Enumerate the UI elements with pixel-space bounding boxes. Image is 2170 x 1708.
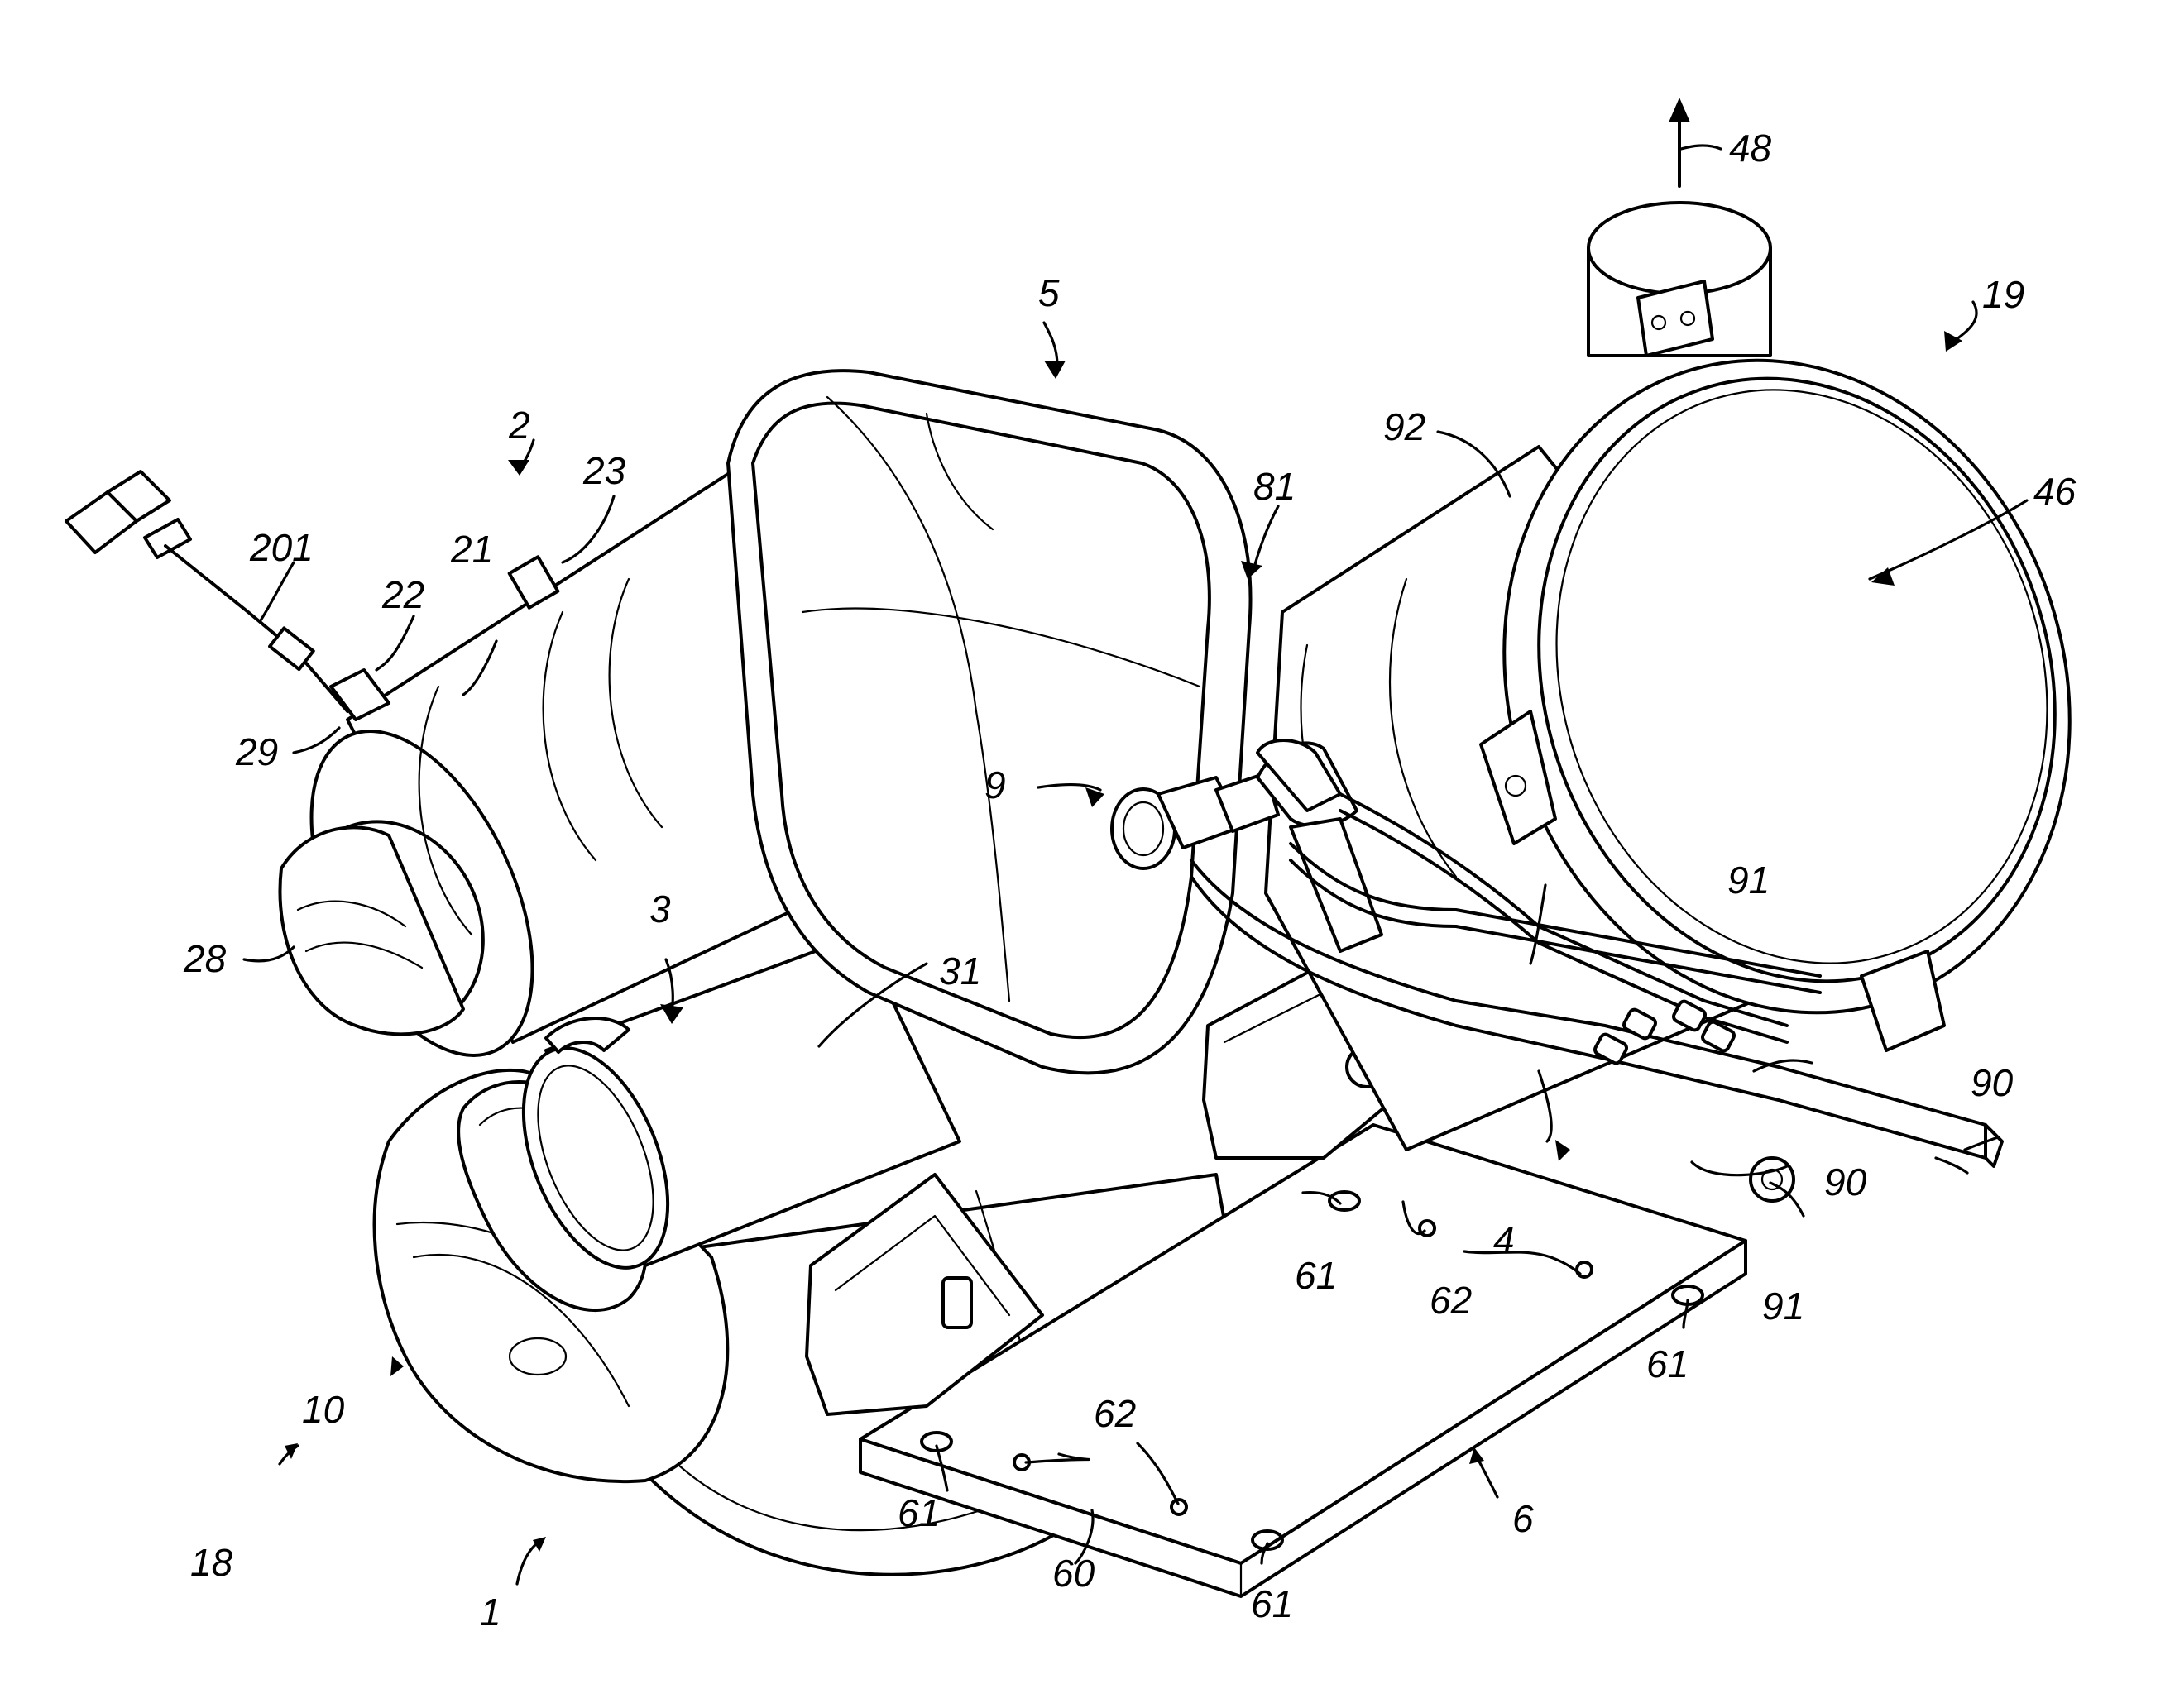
numeral-91-top: 91 <box>1727 859 1770 902</box>
numeral-19: 19 <box>1982 273 2024 316</box>
numeral-28: 28 <box>183 937 227 980</box>
numeral-3: 3 <box>649 887 671 931</box>
numeral-60: 60 <box>1052 1552 1095 1595</box>
numeral-9: 9 <box>984 763 1006 806</box>
numeral-91-lower: 91 <box>1762 1285 1804 1328</box>
numeral-4: 4 <box>1493 1218 1515 1261</box>
numeral-90-right: 90 <box>1971 1061 2014 1104</box>
numeral-90-lower: 90 <box>1824 1160 1867 1203</box>
numeral-6: 6 <box>1512 1497 1534 1540</box>
numeral-1: 1 <box>480 1591 501 1634</box>
numeral-18: 18 <box>190 1541 233 1584</box>
numeral-61-b: 61 <box>1646 1342 1689 1385</box>
numeral-23: 23 <box>582 449 626 492</box>
numeral-21: 21 <box>450 528 493 571</box>
numeral-10: 10 <box>302 1388 345 1431</box>
sensor-lead <box>66 471 389 720</box>
numeral-22: 22 <box>381 573 424 616</box>
numeral-62-a: 62 <box>1430 1279 1472 1322</box>
numeral-29: 29 <box>235 730 278 773</box>
numeral-92: 92 <box>1383 405 1425 448</box>
numeral-5: 5 <box>1038 271 1060 314</box>
numeral-31: 31 <box>939 950 981 993</box>
numeral-48: 48 <box>1729 127 1772 170</box>
numeral-61-a: 61 <box>1295 1254 1337 1297</box>
numeral-2: 2 <box>508 404 530 447</box>
numeral-201: 201 <box>249 526 314 569</box>
numeral-46: 46 <box>2033 470 2077 513</box>
numeral-62-b: 62 <box>1094 1392 1136 1435</box>
numeral-61-c: 61 <box>898 1491 940 1534</box>
numeral-81: 81 <box>1253 465 1296 508</box>
numeral-61-d: 61 <box>1251 1582 1293 1625</box>
